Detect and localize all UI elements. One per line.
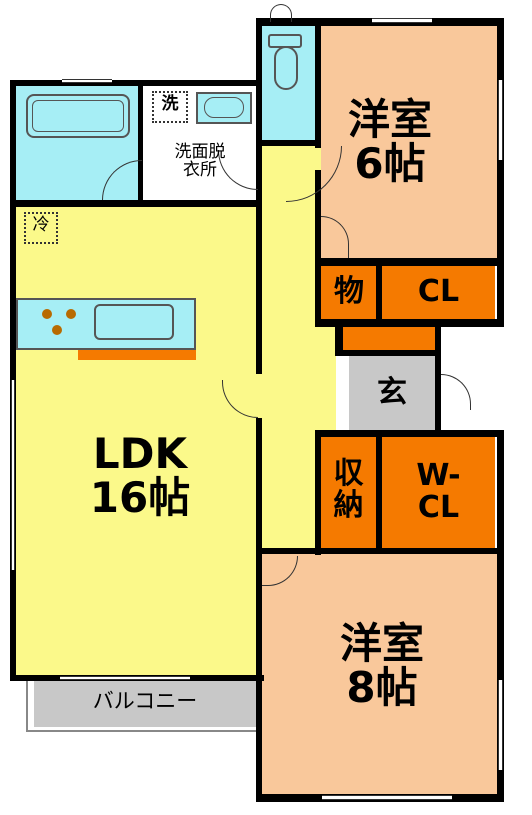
wall <box>315 319 504 327</box>
wall <box>256 418 262 552</box>
shuno-room <box>321 437 376 549</box>
wall <box>315 258 504 266</box>
entrance-label: 玄 <box>377 375 407 410</box>
balcony-label: バルコニー <box>92 689 198 713</box>
kitchen-sink <box>94 304 174 340</box>
closet-room <box>382 266 495 319</box>
toilet-bowl <box>274 46 298 90</box>
fridge-box <box>24 212 58 244</box>
wall <box>315 266 321 327</box>
wall <box>138 86 143 203</box>
wall <box>315 170 321 266</box>
entrance-room <box>349 356 435 430</box>
storage-mono-label: 物 <box>334 274 364 309</box>
window <box>62 79 112 83</box>
wall <box>256 548 262 802</box>
wall <box>10 80 262 86</box>
bedroom-6-label: 洋室 6帖 <box>347 95 432 189</box>
wall <box>497 18 504 326</box>
ldk-room <box>16 205 259 675</box>
stove-burner <box>66 309 76 319</box>
walkin-closet-label: W- CL <box>416 458 461 525</box>
ldk-label: LDK 16帖 <box>89 429 191 523</box>
bathtub <box>26 94 130 138</box>
closet-label: CL <box>417 274 460 309</box>
bathtub-inner <box>32 100 124 132</box>
wall <box>315 430 321 555</box>
wall <box>10 200 262 207</box>
window <box>322 795 452 800</box>
door-arc <box>270 4 292 22</box>
wall <box>315 18 321 148</box>
wall <box>335 322 343 356</box>
wall <box>376 437 382 549</box>
window <box>372 18 432 23</box>
wall <box>497 430 504 802</box>
shoe-shelf <box>343 327 435 350</box>
stove-burner <box>52 325 62 335</box>
fridge-label: 冷 <box>32 215 50 235</box>
door-arc <box>441 374 471 410</box>
wall <box>315 430 504 437</box>
washbasin-bowl <box>204 97 244 118</box>
shuno-label: 収 納 <box>333 456 364 523</box>
window <box>60 676 190 680</box>
washroom-label: 洗面脱 衣所 <box>174 142 226 180</box>
wall <box>335 350 441 356</box>
window <box>498 680 503 770</box>
stove-burner <box>42 309 52 319</box>
wall <box>256 146 262 374</box>
wall <box>256 140 321 146</box>
walkin-closet-room <box>382 437 495 549</box>
bedroom-8-label: 洋室 8帖 <box>339 619 424 713</box>
corridor-middle <box>321 322 336 430</box>
window <box>11 380 15 570</box>
bedroom-6-room <box>320 26 497 262</box>
washer-label: 洗 <box>161 94 179 114</box>
balcony-area <box>34 680 256 727</box>
wall <box>435 356 441 436</box>
wall <box>256 548 504 554</box>
storage-mono-room <box>321 266 377 319</box>
corridor <box>259 145 321 553</box>
wall <box>435 322 441 356</box>
wall <box>376 266 382 319</box>
wall <box>256 18 262 146</box>
kitchen-bar <box>78 350 196 360</box>
window <box>498 80 503 160</box>
bedroom-8-room <box>262 553 499 794</box>
washer-box <box>152 91 188 123</box>
kitchen-counter <box>16 298 196 350</box>
